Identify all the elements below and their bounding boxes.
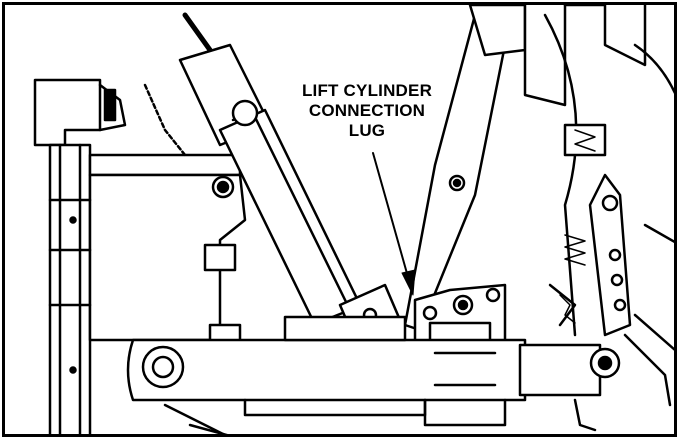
lift-cylinder	[178, 12, 402, 342]
callout-line-2: CONNECTION	[308, 101, 426, 120]
upper-link	[403, 5, 527, 332]
figure-frame: LIFT CYLINDER CONNECTION LUG	[2, 2, 677, 437]
callout-line-3: LUG	[348, 121, 386, 140]
callout-line-1: LIFT CYLINDER	[301, 81, 433, 100]
connection-lug	[413, 283, 507, 352]
lower-arm	[126, 315, 621, 434]
line-drawing	[33, 5, 674, 434]
mounting-frame	[33, 78, 247, 434]
callout-label: LIFT CYLINDER CONNECTION LUG	[267, 81, 467, 141]
right-mechanism	[523, 5, 674, 432]
callout-arrow	[372, 152, 416, 296]
